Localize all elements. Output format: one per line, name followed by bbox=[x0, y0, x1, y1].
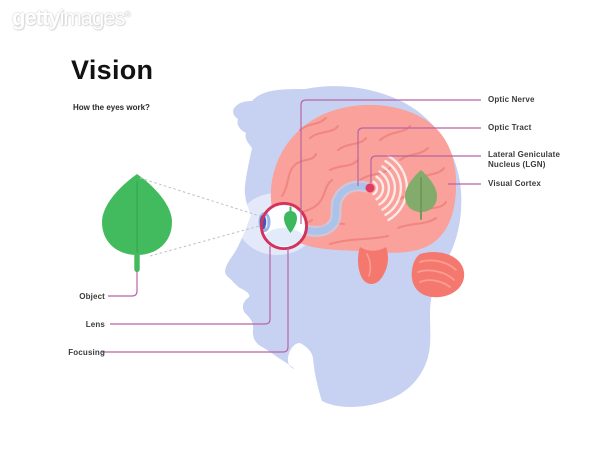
brainstem bbox=[357, 247, 388, 284]
label-object: Object bbox=[79, 292, 105, 301]
label-visual-cortex: Visual Cortex bbox=[488, 179, 541, 188]
watermark-bold: getty bbox=[12, 5, 61, 30]
label-lgn: Lateral Geniculate Nucleus (LGN) bbox=[488, 150, 561, 169]
gettyimages-watermark: gettyimages® bbox=[12, 5, 130, 31]
pointer-lines bbox=[102, 99, 481, 353]
pointer-lgn bbox=[370, 155, 481, 183]
optic-nerve-band bbox=[293, 182, 370, 235]
lgn-dot bbox=[365, 183, 375, 193]
label-lens: Lens bbox=[85, 320, 105, 329]
registered-mark: ® bbox=[124, 9, 131, 19]
brainstem-stripe bbox=[366, 253, 372, 277]
signal-arcs bbox=[372, 154, 409, 222]
cerebellum bbox=[411, 252, 465, 298]
retina-image-leaf bbox=[284, 211, 297, 233]
object-leaf-stem bbox=[134, 251, 140, 272]
pointer-focusing bbox=[102, 248, 289, 353]
eye-ring bbox=[259, 201, 308, 250]
pointer-optic-nerve bbox=[300, 99, 481, 224]
eye-lower-shade bbox=[265, 228, 303, 246]
watermark-light: images bbox=[59, 5, 126, 30]
page-title: Vision bbox=[71, 55, 154, 85]
label-focusing: Focusing bbox=[68, 348, 105, 357]
cerebellum-stripes bbox=[417, 259, 457, 288]
page-subtitle: How the eyes work? bbox=[73, 103, 150, 112]
label-optic-tract: Optic Tract bbox=[488, 123, 532, 132]
pointer-object bbox=[108, 271, 138, 297]
pointer-optic-tract bbox=[357, 127, 481, 186]
label-optic-nerve: Optic Nerve bbox=[488, 95, 535, 104]
pointer-lens bbox=[110, 246, 271, 325]
